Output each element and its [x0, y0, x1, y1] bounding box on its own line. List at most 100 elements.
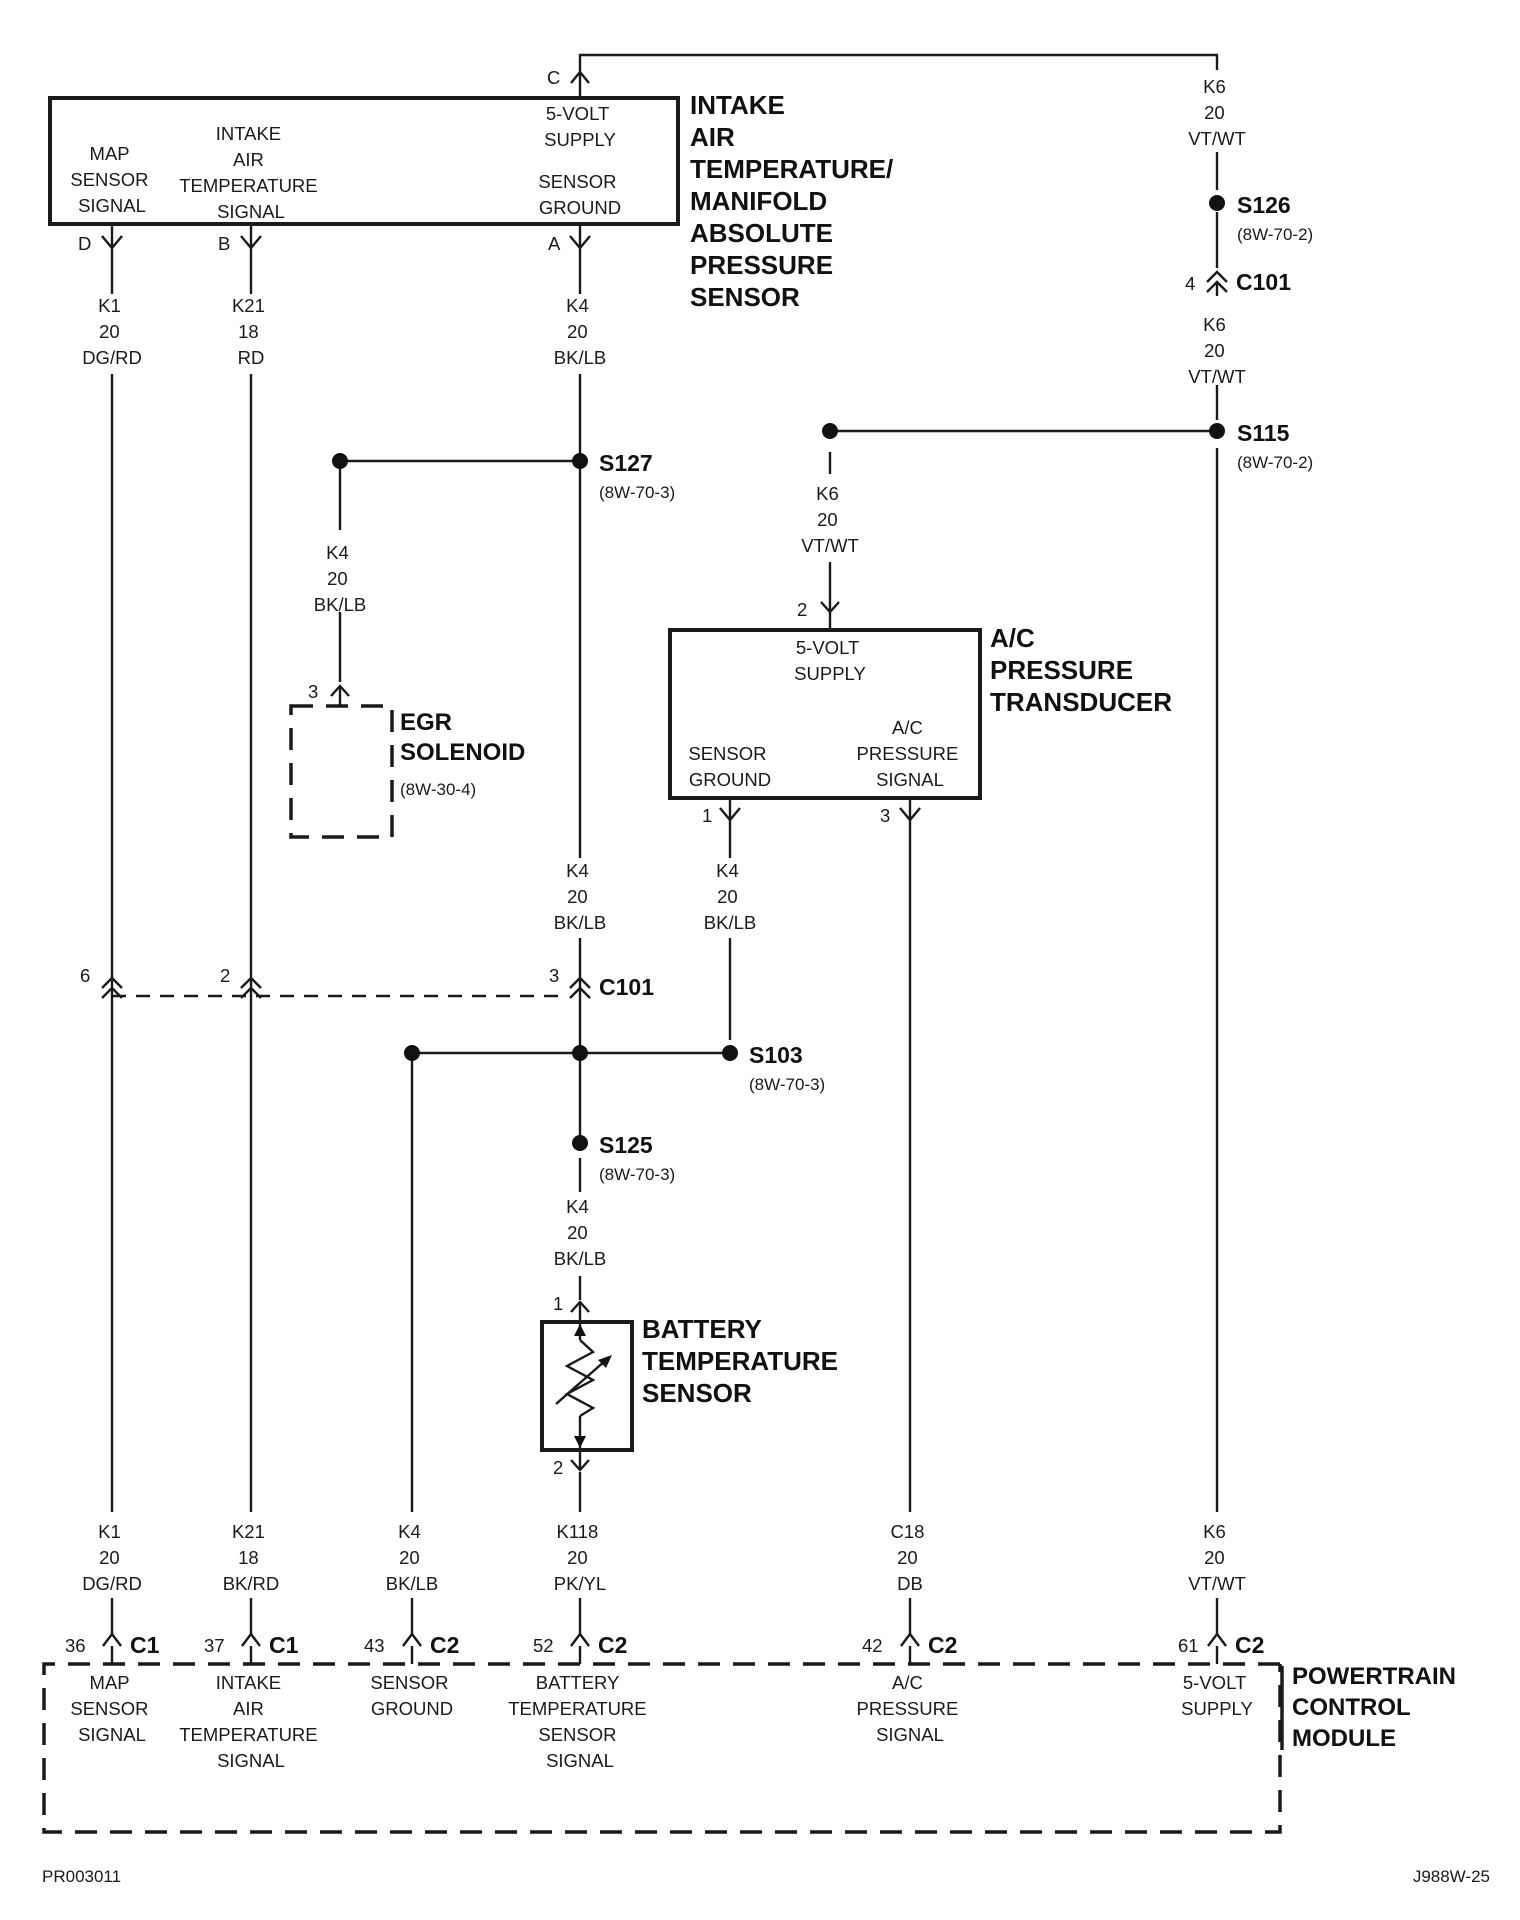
wire-label-k6-pcm: K6 20 VT/WT: [1188, 1521, 1246, 1594]
ac-pin3-number: 3: [880, 805, 890, 826]
pcm-pin37-label: INTAKE AIR TEMPERATURE SIGNAL: [179, 1672, 323, 1771]
pin-iat-signal-label: INTAKE AIR TEMPERATURE SIGNAL: [179, 123, 323, 222]
ac-ground-label: SENSOR GROUND: [688, 743, 771, 790]
pcm-pin42-conn: C2: [928, 1632, 957, 1658]
pcm-pin37-conn: C1: [269, 1632, 299, 1658]
egr-pin3-icon: [330, 684, 350, 706]
ac-signal-label: A/C PRESSURE SIGNAL: [857, 717, 964, 790]
splice-s126-ref: (8W-70-2): [1237, 225, 1313, 244]
splice-s103-ref: (8W-70-3): [749, 1075, 825, 1094]
s127-dot: [572, 453, 588, 469]
pcm-box: [42, 1662, 1282, 1834]
ac-supply-label: 5-VOLT SUPPLY: [794, 637, 866, 684]
wire-label-k4-bts: K4 20 BK/LB: [554, 1196, 606, 1269]
splice-s125-name: S125: [599, 1132, 653, 1158]
ac-pin3-icon: [899, 798, 921, 822]
wire-label-k6-top: K6 20 VT/WT: [1188, 76, 1246, 149]
wire-k6-top-loop: [578, 53, 1219, 72]
wire-label-k21-top: K21 18 RD: [232, 295, 270, 368]
pcm-pin61-label: 5-VOLT SUPPLY: [1181, 1672, 1253, 1719]
pin-letter-b: B: [218, 233, 230, 254]
thermistor-icon: [555, 1324, 612, 1448]
wire-label-k6-mid: K6 20 VT/WT: [1188, 314, 1246, 387]
splice-s126-name: S126: [1237, 192, 1291, 218]
splice-s127-ref: (8W-70-3): [599, 483, 675, 502]
labels: INTAKE AIR TEMPERATURE/ MANIFOLD ABSOLUT…: [42, 67, 1490, 1886]
wiring: [110, 53, 1219, 1634]
pcm-pin61-number: 61: [1178, 1635, 1199, 1656]
splice-s127-name: S127: [599, 450, 653, 476]
c101-top-pin: 4: [1185, 273, 1195, 294]
pin-letter-d: D: [78, 233, 91, 254]
splice-s115-ref: (8W-70-2): [1237, 453, 1313, 472]
pcm-pin36-number: 36: [65, 1635, 86, 1656]
s103-dot: [722, 1045, 738, 1061]
pcm-pin43-number: 43: [364, 1635, 385, 1656]
s125-dot: [572, 1135, 588, 1151]
pcm-pin36-label: MAP SENSOR SIGNAL: [70, 1672, 153, 1745]
wire-label-k4-top: K4 20 BK/LB: [554, 295, 606, 368]
footer-right-code: J988W-25: [1413, 1867, 1490, 1886]
wire-label-k21-pcm: K21 18 BK/RD: [223, 1521, 280, 1594]
wire-label-k4-ac: K4 20 BK/LB: [704, 860, 756, 933]
c101-top-name: C101: [1236, 269, 1291, 295]
pcm-pin61-conn: C2: [1235, 1632, 1264, 1658]
pin-letter-c: C: [547, 67, 560, 88]
bts-pin1-number: 1: [553, 1293, 563, 1314]
c101-mid-pin-6: 6: [80, 965, 90, 986]
battery-temp-sensor-title: BATTERY TEMPERATURE SENSOR: [642, 1314, 845, 1408]
pin-a-male-icon: [569, 226, 591, 250]
c101-mid-name: C101: [599, 974, 654, 1000]
s127-branch-dot: [332, 453, 348, 469]
wire-label-k4-pcm: K4 20 BK/LB: [386, 1521, 438, 1594]
battery-temp-sensor-box: [540, 1320, 634, 1452]
pcm-pin52-icon: [570, 1632, 590, 1664]
pcm-pin37-icon: [241, 1632, 261, 1664]
pcm-pin43-conn: C2: [430, 1632, 459, 1658]
ac-transducer-box: [668, 628, 982, 800]
pin-letter-a: A: [548, 233, 561, 254]
egr-solenoid-box: [289, 704, 394, 839]
c101-pin6-icon: [101, 976, 123, 999]
bts-pin2-icon: [570, 1450, 590, 1472]
c101-pin3-icon: [569, 976, 591, 999]
c101-pin4-icon: [1206, 270, 1228, 296]
c101-mid-pin-3: 3: [549, 965, 559, 986]
pcm-pin42-label: A/C PRESSURE SIGNAL: [857, 1672, 964, 1745]
s115-dot: [1209, 423, 1225, 439]
pin-b-male-icon: [240, 226, 262, 250]
junction-center-dot: [572, 1045, 588, 1061]
wire-label-k6-ac: K6 20 VT/WT: [801, 483, 859, 556]
splice-s103-name: S103: [749, 1042, 803, 1068]
wire-label-k1-top: K1 20 DG/RD: [82, 295, 142, 368]
bts-pin2-number: 2: [553, 1457, 563, 1478]
s126-dot: [1209, 195, 1225, 211]
pin-map-sensor-label: MAP SENSOR SIGNAL: [70, 143, 153, 216]
wire-label-c18-pcm: C18 20 DB: [890, 1521, 929, 1594]
pin-d-male-icon: [101, 226, 123, 250]
s115-branch-dot: [822, 423, 838, 439]
iat-map-sensor-title: INTAKE AIR TEMPERATURE/ MANIFOLD ABSOLUT…: [690, 90, 900, 312]
ac-pin2-icon: [820, 601, 840, 630]
ac-pin1-number: 1: [702, 805, 712, 826]
pcm-pin52-label: BATTERY TEMPERATURE SENSOR SIGNAL: [508, 1672, 652, 1771]
junction-left-dot: [404, 1045, 420, 1061]
ac-pin1-icon: [719, 798, 741, 822]
pcm-pin42-number: 42: [862, 1635, 883, 1656]
wire-label-k4-mid: K4 20 BK/LB: [554, 860, 606, 933]
pcm-pin61-icon: [1207, 1632, 1227, 1664]
wire-label-k4-egr: K4 20 BK/LB: [314, 542, 366, 615]
egr-solenoid-title: EGR SOLENOID: [400, 709, 525, 766]
splice-dots: [332, 195, 1225, 1151]
pcm-pin43-icon: [402, 1632, 422, 1664]
egr-pin3-number: 3: [308, 681, 318, 702]
pcm-title: POWERTRAIN CONTROL MODULE: [1292, 1663, 1463, 1752]
pin-c-female-icon: [570, 70, 590, 98]
iat-map-sensor-box: [48, 96, 680, 226]
bts-pin1-icon: [570, 1300, 590, 1322]
ac-transducer-title: A/C PRESSURE TRANSDUCER: [990, 623, 1172, 717]
pin-sensor-ground-label: SENSOR GROUND: [538, 171, 621, 218]
c101-pin2-icon: [240, 976, 262, 999]
c101-mid-pin-2: 2: [220, 965, 230, 986]
wire-label-k118-pcm: K118 20 PK/YL: [554, 1521, 606, 1594]
